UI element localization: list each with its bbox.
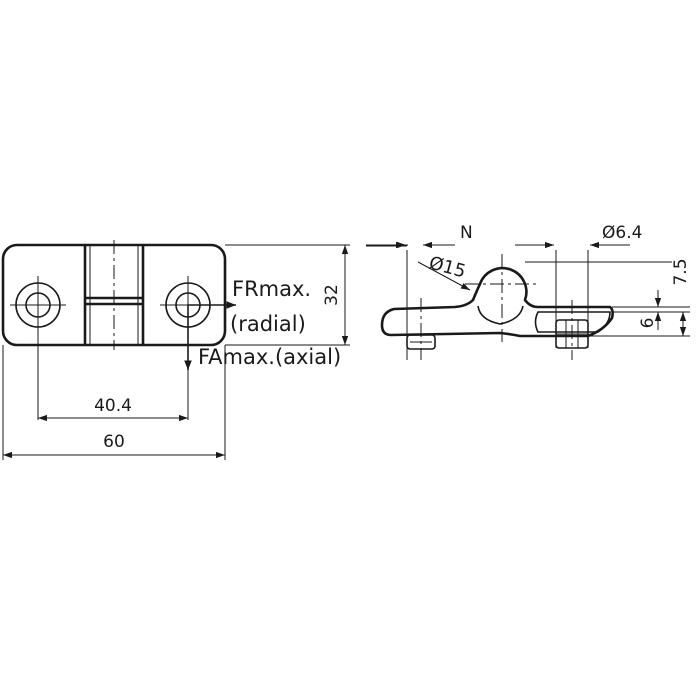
force-axial-label: FAmax.(axial): [198, 345, 341, 369]
dim-6-4-label: Ø6.4: [602, 223, 642, 243]
dim-15-label: Ø15: [427, 253, 468, 283]
dim-32-label: 32: [322, 284, 342, 306]
force-radial-label-2: (radial): [230, 312, 306, 336]
section-insert: [534, 311, 611, 333]
left-hole: [10, 276, 66, 420]
dim-15-leader: [417, 261, 471, 291]
force-radial-label-1: FRmax.: [232, 277, 311, 301]
dim-40-4-label: 40.4: [94, 396, 132, 416]
dim-7-5-label: 7.5: [671, 258, 691, 285]
dim-60-label: 60: [103, 432, 125, 452]
side-view: Ø15 7.5 6: [366, 223, 691, 360]
dim-6-label: 6: [638, 318, 658, 329]
top-view: FRmax. (radial) FAmax.(axial) 40.4 60 32: [1, 240, 350, 460]
dim-n-label: N: [460, 223, 473, 243]
